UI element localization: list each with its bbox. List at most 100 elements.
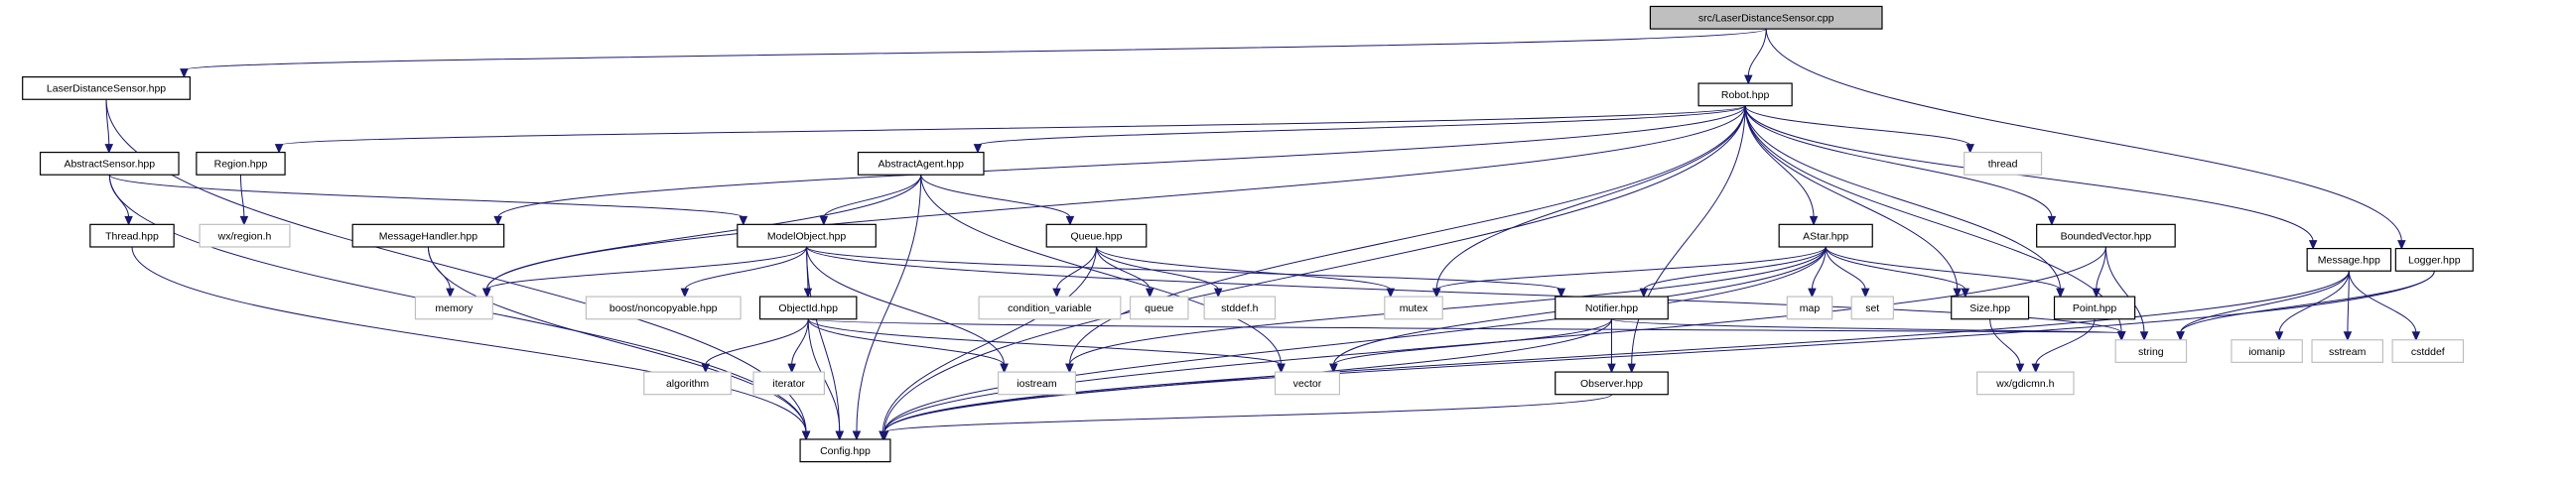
node-label: Thread.hpp	[105, 230, 159, 242]
node-box	[1045, 223, 1148, 248]
node-thread-hpp[interactable]: Thread.hpp	[89, 223, 175, 248]
node-label: cstddef	[2411, 346, 2445, 358]
edge-line	[977, 105, 1746, 147]
node-label: algorithm	[666, 378, 709, 390]
edge-line	[1744, 105, 1971, 147]
edge-line	[1068, 246, 1827, 366]
node-box	[978, 296, 1122, 320]
node-cstddef: cstddef	[2391, 339, 2465, 363]
edge-line	[1435, 246, 1827, 291]
node-label: mutex	[1400, 302, 1428, 314]
edge-robot-to-message	[1744, 105, 2318, 250]
edge-notifier-to-string	[1611, 318, 2126, 341]
edge-arrowhead	[1860, 288, 1870, 299]
node-bvector[interactable]: BoundedVector.hpp	[2036, 223, 2176, 248]
edge-logger-to-config	[880, 271, 2435, 441]
edge-arrowhead	[787, 363, 796, 374]
edge-arrowhead	[835, 430, 845, 441]
node-box	[22, 75, 191, 100]
node-label: wx/region.h	[217, 230, 272, 242]
node-root[interactable]: src/LaserDistanceSensor.cpp	[1649, 5, 1883, 30]
edge-robot-to-thread	[1744, 105, 1974, 154]
edge-line	[1825, 246, 1966, 291]
edge-arrowhead	[124, 215, 133, 226]
node-label: Observer.hpp	[1580, 378, 1643, 390]
node-label: AbstractSensor.hpp	[64, 159, 155, 171]
node-absagent[interactable]: AbstractAgent.hpp	[857, 151, 985, 176]
node-modelobj[interactable]: ModelObject.hpp	[737, 223, 877, 248]
node-point[interactable]: Point.hpp	[2053, 296, 2136, 320]
edge-line	[806, 246, 841, 432]
edge-arrowhead	[801, 430, 811, 441]
edge-line	[823, 175, 922, 218]
edge-region-to-wxregion	[239, 175, 249, 226]
node-label: wx/gdicmn.h	[1995, 378, 2055, 390]
node-abssensor[interactable]: AbstractSensor.hpp	[39, 151, 180, 176]
node-config[interactable]: Config.hpp	[799, 438, 891, 463]
edge-message-to-iomanip	[2274, 271, 2350, 341]
edge-arrowhead	[1277, 363, 1286, 374]
edge-arrowhead	[701, 363, 711, 374]
node-box	[2036, 223, 2176, 248]
edge-arrowhead	[2031, 363, 2041, 374]
node-size[interactable]: Size.hpp	[1951, 296, 2030, 320]
node-box	[643, 371, 732, 396]
node-box	[752, 371, 825, 396]
node-msghandler[interactable]: MessageHandler.hpp	[351, 223, 505, 248]
node-astar[interactable]: AStar.hpp	[1778, 223, 1873, 248]
edge-robot-to-region	[274, 105, 1746, 154]
node-notifier[interactable]: Notifier.hpp	[1555, 296, 1669, 320]
node-label: ObjectId.hpp	[778, 302, 838, 314]
edge-modelobj-to-notifier	[806, 246, 1565, 299]
node-robot[interactable]: Robot.hpp	[1697, 82, 1793, 107]
edge-arrowhead	[1213, 288, 1223, 299]
node-observer[interactable]: Observer.hpp	[1555, 371, 1669, 396]
node-box	[39, 151, 180, 176]
edge-line	[239, 175, 245, 218]
edge-line	[1056, 246, 1097, 291]
edge-line	[883, 394, 1612, 433]
node-objectid[interactable]: ObjectId.hpp	[758, 296, 858, 320]
edge-line	[883, 318, 1612, 433]
edge-line	[1096, 246, 1219, 291]
edge-line	[1096, 246, 1392, 291]
edge-line	[1643, 246, 1827, 291]
edge-astar-to-map	[1808, 246, 1827, 299]
node-label: memory	[435, 302, 474, 314]
node-lds[interactable]: LaserDistanceSensor.hpp	[22, 75, 191, 100]
node-logger[interactable]: Logger.hpp	[2394, 247, 2474, 272]
node-box	[1786, 296, 1833, 320]
edge-arrowhead	[2139, 331, 2149, 341]
edge-line	[427, 246, 451, 291]
edge-arrowhead	[819, 215, 829, 226]
edge-modelobj-to-memory	[482, 246, 808, 299]
edge-arrowhead	[2397, 240, 2406, 250]
edge-line	[108, 175, 130, 218]
edge-message-to-cstddef	[2348, 271, 2421, 341]
edge-arrowhead	[1329, 363, 1338, 374]
node-queue[interactable]: Queue.hpp	[1045, 223, 1148, 248]
node-label: thread	[1988, 159, 2018, 171]
node-box	[196, 151, 286, 176]
graph-edges	[104, 28, 2435, 441]
node-label: AStar.hpp	[1803, 230, 1848, 242]
node-label: map	[1800, 302, 1821, 314]
node-box	[414, 296, 493, 320]
edge-line	[883, 105, 1746, 432]
node-box	[1778, 223, 1873, 248]
node-box	[737, 223, 877, 248]
node-box	[199, 223, 291, 248]
edge-root-to-robot	[1744, 29, 1767, 85]
edge-line	[485, 246, 808, 291]
edge-robot-to-point	[1744, 105, 2065, 299]
edge-line	[1825, 246, 1866, 291]
edge-line	[1744, 105, 1959, 291]
node-message[interactable]: Message.hpp	[2306, 247, 2392, 272]
edge-line	[1744, 105, 2053, 218]
node-label: boost/noncopyable.hpp	[610, 302, 718, 314]
node-label: vector	[1293, 378, 1322, 390]
edge-line	[485, 175, 922, 291]
edge-absagent-to-modelobj	[819, 175, 922, 226]
node-region[interactable]: Region.hpp	[196, 151, 286, 176]
